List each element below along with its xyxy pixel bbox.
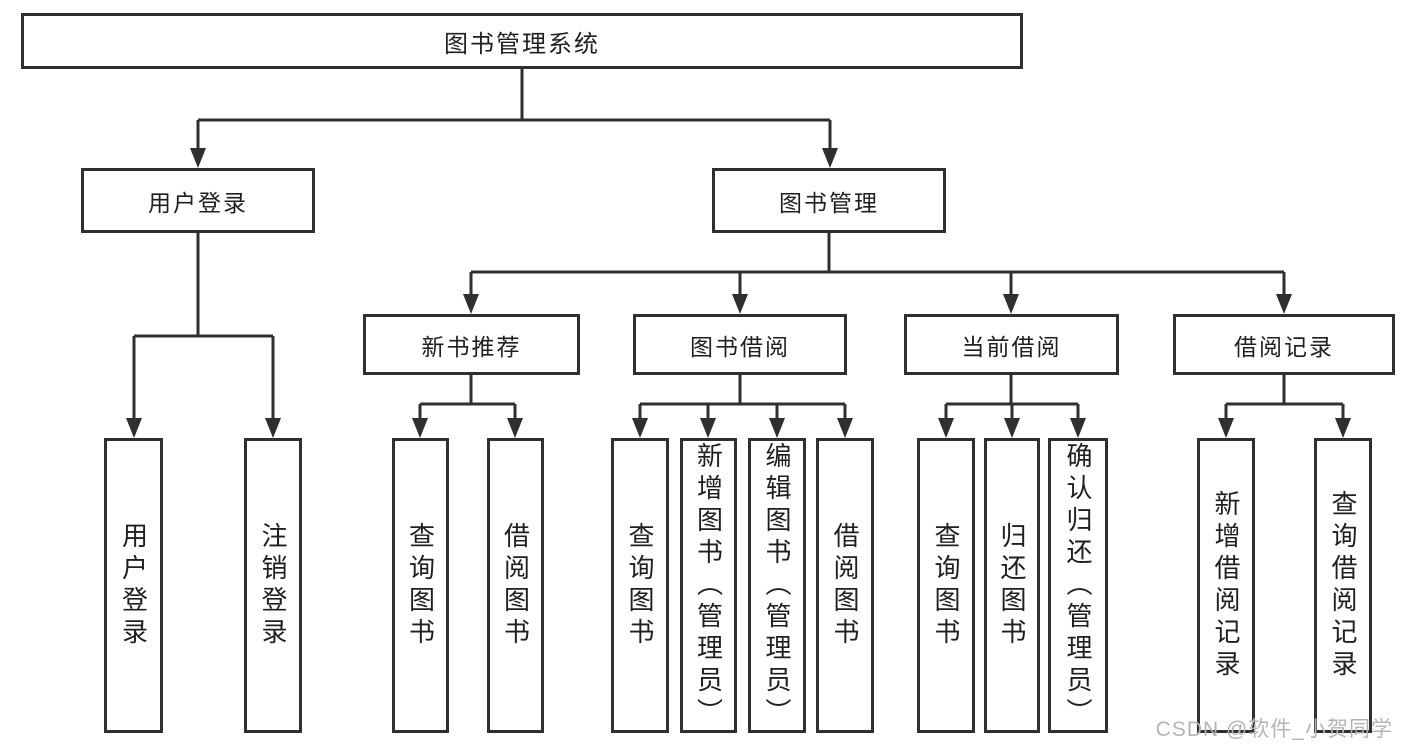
node-label: 查询图书: [931, 521, 961, 650]
node-borrow-records: 借阅记录: [1173, 314, 1395, 375]
node-leaf-query-borrow-record: 查询借阅记录: [1314, 438, 1372, 733]
csdn-watermark: CSDN @软件_小贺同学: [1155, 718, 1393, 741]
node-leaf-query-books-borrow: 查询图书: [611, 438, 669, 733]
node-leaf-borrow-books-recommend: 借阅图书: [487, 438, 544, 733]
node-label: 新书推荐: [421, 333, 522, 360]
node-book-borrow: 图书借阅: [633, 314, 847, 375]
node-label: 借阅记录: [1234, 333, 1334, 360]
node-leaf-query-books-recommend: 查询图书: [392, 438, 449, 733]
node-label: 查询图书: [625, 521, 655, 650]
node-label: 图书管理系统: [444, 30, 600, 58]
node-label: 查询借阅记录: [1328, 489, 1358, 682]
arrowheads: [126, 148, 1351, 438]
node-label: 确认归还（管理员）: [1063, 441, 1093, 730]
node-label: 借阅图书: [830, 521, 860, 650]
node-book-management-branch: 图书管理: [712, 168, 946, 233]
node-leaf-user-login: 用户登录: [104, 438, 163, 733]
node-label: 注销登录: [258, 521, 288, 650]
node-user-login-branch: 用户登录: [81, 168, 315, 233]
node-label: 新增借阅记录: [1211, 489, 1241, 682]
node-label: 当前借阅: [961, 333, 1062, 360]
node-leaf-edit-books-admin: 编辑图书（管理员）: [748, 438, 806, 733]
node-leaf-logout: 注销登录: [244, 438, 302, 733]
node-new-book-recommend: 新书推荐: [363, 314, 580, 375]
node-current-borrow: 当前借阅: [904, 314, 1119, 375]
node-leaf-add-borrow-record: 新增借阅记录: [1197, 438, 1255, 733]
node-label: 编辑图书（管理员）: [762, 441, 792, 730]
node-label: 归还图书: [997, 521, 1027, 650]
node-label: 借阅图书: [500, 521, 531, 650]
node-leaf-borrow-books: 借阅图书: [816, 438, 874, 733]
node-label: 用户登录: [118, 521, 149, 650]
node-label: 用户登录: [148, 189, 248, 216]
node-label: 新增图书（管理员）: [693, 441, 724, 730]
node-label: 图书借阅: [690, 333, 790, 360]
node-leaf-query-books-current: 查询图书: [917, 438, 975, 733]
node-label: 查询图书: [405, 521, 436, 650]
node-leaf-return-books: 归还图书: [984, 438, 1040, 733]
node-leaf-confirm-return-admin: 确认归还（管理员）: [1048, 438, 1108, 733]
node-label: 图书管理: [779, 189, 879, 216]
node-leaf-add-books-admin: 新增图书（管理员）: [680, 438, 737, 733]
node-library-management-system: 图书管理系统: [21, 13, 1023, 69]
